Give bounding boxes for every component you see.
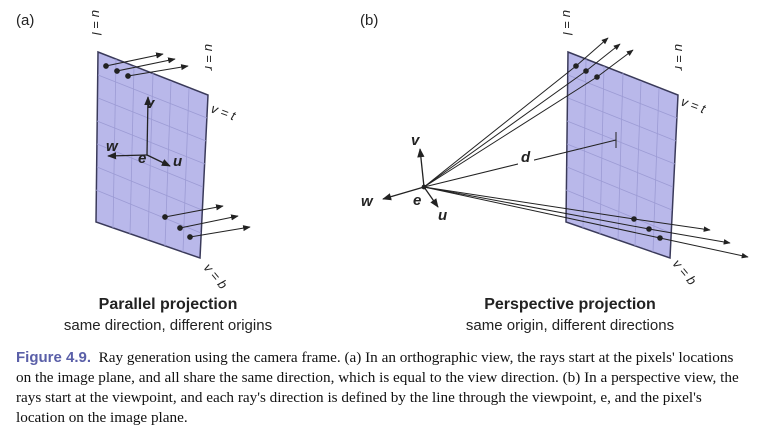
panel-b-title: Perspective projection	[484, 296, 656, 313]
origin-e-label-a: e	[138, 150, 146, 167]
rays-b-bottom	[423, 186, 749, 259]
v-b-label-b: v = b	[670, 256, 700, 288]
panel-a-title: Parallel projection	[98, 296, 238, 313]
axis-w-label-b: w	[361, 193, 374, 210]
panel-a-tag: (a)	[16, 12, 35, 29]
eye-point-b	[421, 184, 427, 190]
u-l-label-a: u = l	[89, 10, 104, 36]
axis-u-label-b: u	[438, 207, 447, 224]
origin-e-label-b: e	[413, 192, 421, 209]
axis-u-label-a: u	[173, 153, 182, 170]
axis-v-label-b: v	[411, 132, 421, 149]
panel-b-desc: same origin, different directions	[465, 317, 675, 334]
v-t-label-b: v = t	[679, 94, 709, 117]
u-l-label-b: u = l	[560, 10, 575, 36]
caption-text: Ray generation using the camera frame. (…	[16, 349, 739, 426]
v-b-label-a: v = b	[201, 260, 231, 292]
camera-frame-a	[107, 96, 171, 167]
axis-v-label-a: v	[146, 95, 156, 112]
u-r-label-a: u = r	[202, 44, 217, 71]
figure: v w e u u = l u = r v = t	[16, 10, 749, 334]
u-r-label-b: u = r	[672, 44, 687, 71]
rays-b-top	[423, 37, 634, 188]
image-plane-a	[95, 50, 209, 260]
rays-a-bottom	[162, 204, 251, 240]
axis-w-label-a: w	[106, 138, 119, 155]
image-plane-b	[565, 50, 679, 260]
diagram-svg: v w e u u = l u = r v = t	[89, 10, 749, 292]
rays-a-top	[103, 52, 189, 79]
panel-a-diagram: v w e u u = l u = r v = t	[89, 10, 251, 292]
d-label-bg	[518, 149, 534, 165]
panel-a-desc: same direction, different origins	[63, 317, 273, 334]
v-t-label-a: v = t	[209, 101, 239, 124]
figure-caption: Figure 4.9. Ray generation using the cam…	[16, 348, 751, 428]
panel-b-tag: (b)	[360, 12, 379, 29]
camera-frame-b	[382, 148, 439, 208]
figure-number: Figure 4.9.	[16, 349, 92, 366]
panel-b-diagram: d v w e u u = l u = r v = t v = b	[361, 10, 749, 288]
d-label-b: d	[521, 149, 531, 166]
